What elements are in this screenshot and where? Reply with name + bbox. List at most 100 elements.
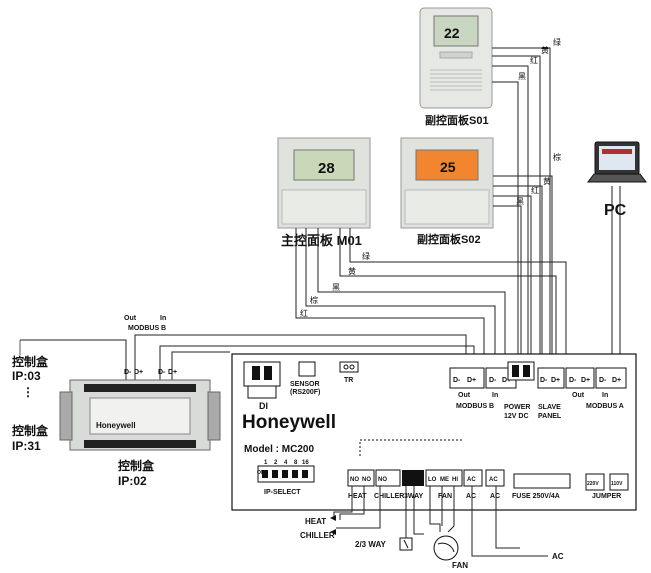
out-2-3-way: 2/3 WAY <box>355 540 386 549</box>
out-ac: AC <box>552 552 564 561</box>
jumper-110v: 110V <box>611 481 623 487</box>
power-label: POWER <box>504 404 530 411</box>
ip-num-8: 8 <box>294 460 298 466</box>
board-model: Model : MC200 <box>244 444 314 455</box>
relay-fan-label: FAN <box>438 493 452 500</box>
s01-wire-black: 黑 <box>518 72 526 81</box>
ip-num-4: 4 <box>284 460 288 466</box>
device-brand: Honeywell <box>96 421 136 430</box>
mb-out-dminus: D- <box>453 377 461 384</box>
ip-on-label: ON <box>257 470 265 476</box>
s02-wires: 棕 黄 红 黑 <box>493 152 561 368</box>
mb-in-dplus: D+ <box>502 377 511 384</box>
device-dplus-out: D+ <box>134 369 143 376</box>
ctrl-ip31-line2: IP:31 <box>12 439 41 453</box>
di-label: DI <box>259 401 268 411</box>
m01-wire-black: 黑 <box>332 283 340 292</box>
m01-wire-red: 红 <box>300 308 308 318</box>
m01-wires: 绿 黄 黑 棕 红 <box>295 228 567 368</box>
out-chiller: CHILLER <box>300 531 335 540</box>
device-dminus-in: D- <box>158 369 166 376</box>
pc-wires <box>611 186 621 368</box>
s02-wire-black: 黑 <box>516 197 524 206</box>
s01-label: 副控面板S01 <box>425 113 489 127</box>
device-in-label: In <box>160 315 166 322</box>
fan-lo: LO <box>428 477 437 483</box>
device-out-label: Out <box>124 315 137 322</box>
sensor-sub-label: (RS200F) <box>290 389 320 396</box>
ac1-term: AC <box>467 477 476 483</box>
heat-no: NO <box>350 477 359 483</box>
m01-wire-yellow: 黄 <box>348 266 356 276</box>
slave-dplus: D+ <box>551 377 560 384</box>
heat-no2: NO <box>362 477 371 483</box>
ctrl-ip03-line2: IP:03 <box>12 369 41 383</box>
ip-num-1: 1 <box>264 460 268 466</box>
s02-wire-red: 红 <box>531 185 539 195</box>
mb-in-dminus: D- <box>489 377 497 384</box>
jumper-220v: 220V <box>587 481 599 487</box>
device-label-line2: IP:02 <box>118 474 147 488</box>
ma-in-label: In <box>602 392 608 399</box>
chiller-no: NO <box>378 477 387 483</box>
ellipsis-dots: ⋮ <box>22 385 34 399</box>
ma-in-dplus: D+ <box>612 377 621 384</box>
ctrl-ip31-line1: 控制盒 <box>12 423 49 438</box>
board-brand: Honeywell <box>242 412 336 433</box>
ctrl-ip03-line1: 控制盒 <box>12 354 49 369</box>
ip-num-16: 16 <box>302 460 309 466</box>
mb-out-dplus: D+ <box>467 377 476 384</box>
s01-wire-red: 红 <box>530 55 538 65</box>
ma-out-label: Out <box>572 392 585 399</box>
mb-out-label: Out <box>458 392 471 399</box>
power-sub-label: 12V DC <box>504 413 529 420</box>
main-board: DI SENSOR (RS200F) TR Honeywell Model : … <box>231 353 637 511</box>
m01-wire-brown: 棕 <box>310 295 318 305</box>
fan-me: ME <box>440 477 449 483</box>
slave-panel-sub-label: PANEL <box>538 413 562 420</box>
s02-label: 副控面板S02 <box>417 232 481 246</box>
modbus-a-label: MODBUS A <box>586 403 624 410</box>
3way-no: NO <box>404 477 413 483</box>
s02-screen-value: 25 <box>440 159 456 175</box>
relay-heat-label: HEAT <box>348 493 367 500</box>
out-heat: HEAT <box>305 517 326 526</box>
m01-wire-green: 绿 <box>362 252 370 261</box>
jumper-label: JUMPER <box>592 493 621 500</box>
tr-label: TR <box>344 377 353 384</box>
out-fan: FAN <box>452 561 468 570</box>
ac2-term: AC <box>489 477 498 483</box>
ip-select-label: IP-SELECT <box>264 489 301 496</box>
ma-out-dminus: D- <box>569 377 577 384</box>
slave-panel-label: SLAVE <box>538 404 561 411</box>
3way-nc: NC <box>414 477 423 483</box>
relay-chiller-label: CHILLER <box>374 493 404 500</box>
relay-ac1-label: AC <box>466 493 476 500</box>
slave-dminus: D- <box>540 377 548 384</box>
device-label-line1: 控制盒 <box>118 458 155 473</box>
s02-wire-yellow: 黄 <box>543 176 551 186</box>
device-modbus-label: MODBUS B <box>128 325 166 332</box>
ma-in-dminus: D- <box>599 377 607 384</box>
s01-wires: 绿 黄 红 黑 <box>492 38 561 368</box>
mb-in-label: In <box>492 392 498 399</box>
output-wires: HEAT CHILLER 2/3 WAY FAN AC <box>300 486 564 570</box>
device-dminus-out: D- <box>124 369 132 376</box>
fuse-label: FUSE 250V/4A <box>512 493 560 500</box>
pc-label: PC <box>604 202 627 219</box>
pc-laptop-icon: PC <box>587 141 647 219</box>
ma-out-dplus: D+ <box>581 377 590 384</box>
s02-wire-brown: 棕 <box>553 152 561 162</box>
slave-panel-s01: 22 副控面板S01 <box>419 7 493 127</box>
s01-screen-value: 22 <box>444 25 460 41</box>
master-panel-m01: 28 主控面板 M01 <box>277 137 371 248</box>
s01-wire-green: 绿 <box>553 38 561 47</box>
fan-hi: HI <box>452 477 458 483</box>
m01-screen-value: 28 <box>318 160 335 177</box>
controller-device-ip02: Honeywell 控制盒 IP:02 D- D+ D- D+ <box>59 369 221 488</box>
slave-panel-s02: 25 副控面板S02 <box>400 137 494 246</box>
modbus-b-label: MODBUS B <box>456 403 494 410</box>
m01-label: 主控面板 M01 <box>281 233 362 248</box>
sensor-label: SENSOR <box>290 381 320 388</box>
